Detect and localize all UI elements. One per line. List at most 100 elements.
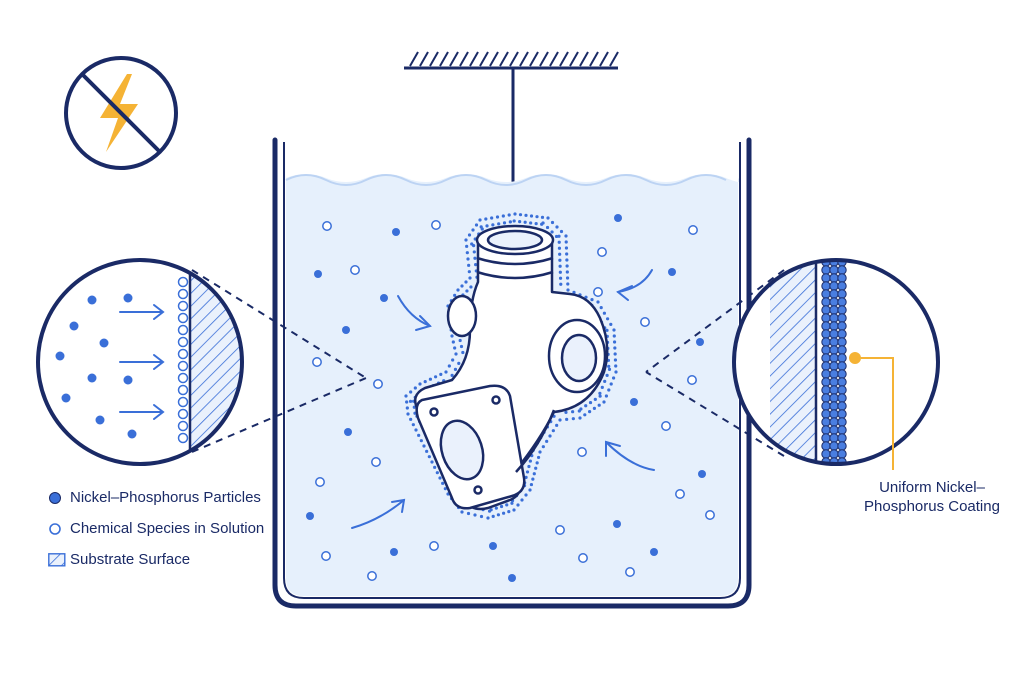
coating-dot: [546, 216, 550, 220]
coating-particle: [821, 417, 831, 427]
coating-particle: [829, 393, 839, 403]
coating-particle: [821, 369, 831, 379]
coating-dot: [602, 311, 607, 315]
coating-particle: [821, 441, 831, 451]
coating-dot: [550, 230, 554, 234]
coating-particle: [837, 377, 847, 387]
chemical-species: [661, 421, 671, 431]
coating-dot: [418, 382, 422, 386]
coating-dot: [565, 252, 569, 256]
coating-dot: [571, 410, 575, 414]
coating-particle: [837, 385, 847, 395]
coating-dot: [605, 373, 609, 378]
legend-label: Chemical Species in Solution: [70, 520, 265, 537]
coating-dot: [524, 493, 528, 497]
coating-particle: [829, 345, 839, 355]
coating-dot: [439, 372, 443, 376]
coating-dot: [496, 513, 500, 517]
coating-dot: [453, 346, 457, 350]
coating-dot: [465, 244, 469, 248]
chemical-species: [177, 396, 189, 408]
coating-dot: [548, 434, 552, 438]
coating-dot: [486, 516, 490, 520]
coating-dot: [471, 228, 475, 232]
coating-particle: [837, 321, 847, 331]
coating-dot: [441, 481, 445, 485]
coating-particle: [829, 417, 839, 427]
coating-dot: [458, 338, 462, 343]
coating-dot: [469, 285, 473, 289]
coating-dot: [613, 352, 617, 356]
coating-dot: [535, 215, 539, 219]
coating-dot: [487, 509, 492, 513]
coating-dot: [507, 213, 511, 217]
coating-dot: [456, 288, 460, 292]
coating-dot: [559, 282, 563, 286]
coating-dot: [584, 404, 588, 408]
coating-dot: [545, 225, 550, 230]
zoom-lines: [191, 269, 785, 457]
coating-particle: [829, 329, 839, 339]
chemical-species: [373, 379, 383, 389]
coating-particle: [837, 281, 847, 291]
coating-dot: [502, 221, 507, 225]
coating-particle: [837, 449, 847, 459]
chemical-species: [177, 360, 189, 372]
nickel-particle: [650, 548, 658, 556]
coating-particle: [821, 449, 831, 459]
coating-particle: [821, 281, 831, 291]
chemical-species: [625, 567, 635, 577]
coating-dot: [531, 477, 535, 481]
chemical-species: [177, 312, 189, 324]
nickel-particle: [342, 326, 350, 334]
coating-dot: [460, 510, 464, 514]
coating-dot: [612, 334, 616, 338]
coating-dot: [588, 400, 593, 405]
chemical-species: [177, 372, 189, 384]
coating-dot: [554, 234, 559, 239]
coating-particle: [837, 313, 847, 323]
coating-dot: [566, 288, 570, 292]
coating-dot: [453, 293, 457, 297]
nickel-particle: [95, 415, 105, 425]
coating-dot: [499, 504, 504, 509]
coating-dot: [473, 513, 477, 517]
chemical-species: [687, 375, 697, 385]
coating-dot: [527, 464, 531, 469]
coating-dot: [405, 406, 409, 410]
coating-particle: [837, 345, 847, 355]
nickel-particle: [127, 429, 137, 439]
hollow-dot-icon: [48, 519, 70, 536]
coating-particle: [821, 385, 831, 395]
nickel-particle: [696, 338, 704, 346]
coating-particle: [837, 369, 847, 379]
coating-dot: [464, 238, 468, 242]
nickel-particle: [344, 428, 352, 436]
coating-dot: [518, 213, 523, 217]
coating-dot: [505, 503, 509, 507]
coating-particle: [829, 321, 839, 331]
coating-dot: [467, 263, 471, 267]
coating-dot: [523, 220, 527, 224]
coating-dot: [536, 455, 541, 460]
coating-dot: [451, 358, 455, 362]
coating-dot: [405, 400, 409, 404]
coating-particle: [837, 401, 847, 411]
nickel-particle: [698, 470, 706, 478]
coating-dot: [558, 276, 563, 280]
coating-dot: [604, 394, 609, 398]
nickel-particle: [613, 520, 621, 528]
chemical-species: [593, 287, 603, 297]
coating-dot: [564, 234, 568, 238]
coating-dot: [532, 472, 536, 476]
coating-particle: [821, 321, 831, 331]
coating-dot: [605, 328, 609, 332]
nickel-particle: [123, 293, 133, 303]
coating-particle: [821, 393, 831, 403]
coating-dot: [578, 416, 582, 420]
coating-particle: [829, 377, 839, 387]
coating-dot: [450, 334, 454, 338]
coating-dot: [473, 256, 477, 260]
nickel-particle: [630, 398, 638, 406]
coating-dot: [565, 417, 569, 421]
